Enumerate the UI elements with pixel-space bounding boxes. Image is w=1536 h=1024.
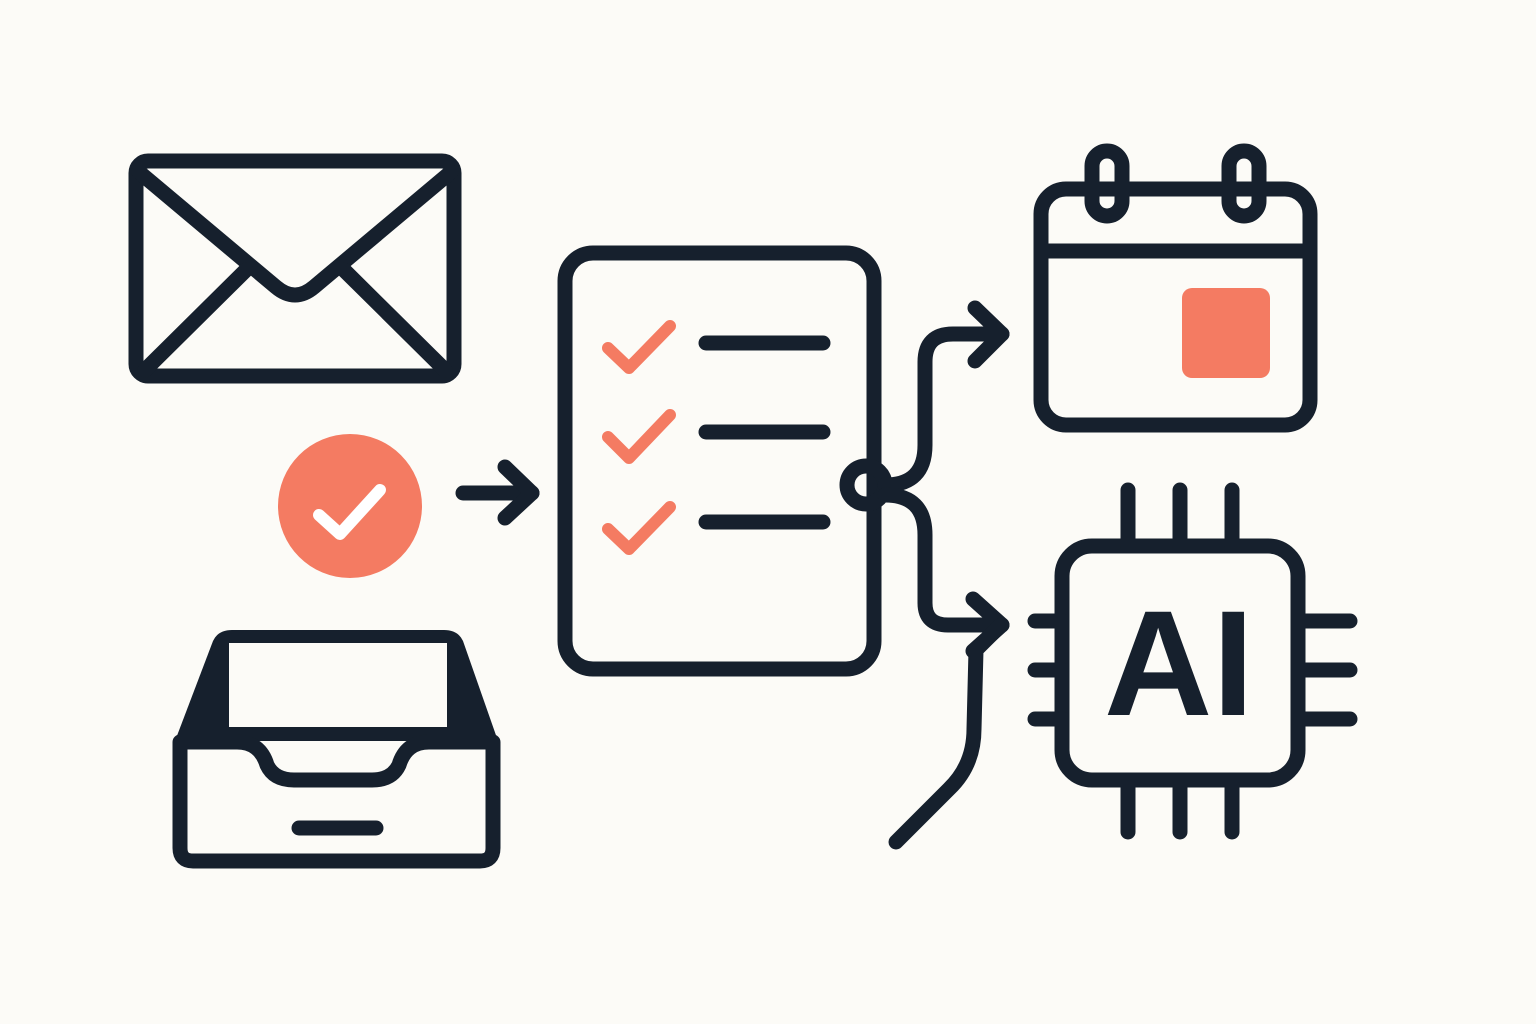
calendar-icon: [1033, 143, 1318, 433]
calendar-left-ring: [1084, 143, 1130, 224]
arrow-right-icon: [455, 459, 540, 526]
approval-circle: [278, 434, 422, 578]
arrow-right-icon: [877, 300, 1010, 493]
inbox-tray-icon: [172, 630, 501, 869]
ai-chip-icon: AI: [1027, 482, 1358, 840]
checklist-check-2-icon: [602, 409, 676, 464]
envelope-flap: [131, 164, 459, 303]
approval-arrow-head: [497, 459, 540, 526]
calendar-connector-arrow: [967, 300, 1010, 369]
envelope-left-fold: [137, 262, 254, 378]
approval-checkmark: [313, 484, 386, 540]
inbox-tray-inner: [229, 643, 447, 727]
arrow-path-icon: [888, 617, 1009, 850]
checklist-check-1-icon: [602, 320, 676, 374]
envelope-icon: [128, 153, 462, 384]
calendar-body: [1033, 181, 1318, 433]
calendar-connector-line: [877, 326, 1010, 493]
envelope-body: [128, 153, 462, 384]
check-circle-icon: [278, 434, 422, 578]
calendar-right-ring: [1221, 143, 1267, 224]
calendar-selected-date: [1182, 288, 1270, 378]
checklist-check-3-icon: [602, 501, 676, 555]
ai-connector-line: [877, 487, 1010, 633]
inbox-tray-front: [172, 734, 501, 869]
envelope-right-fold: [336, 262, 453, 378]
ai-chip-label: AI: [1104, 579, 1254, 747]
